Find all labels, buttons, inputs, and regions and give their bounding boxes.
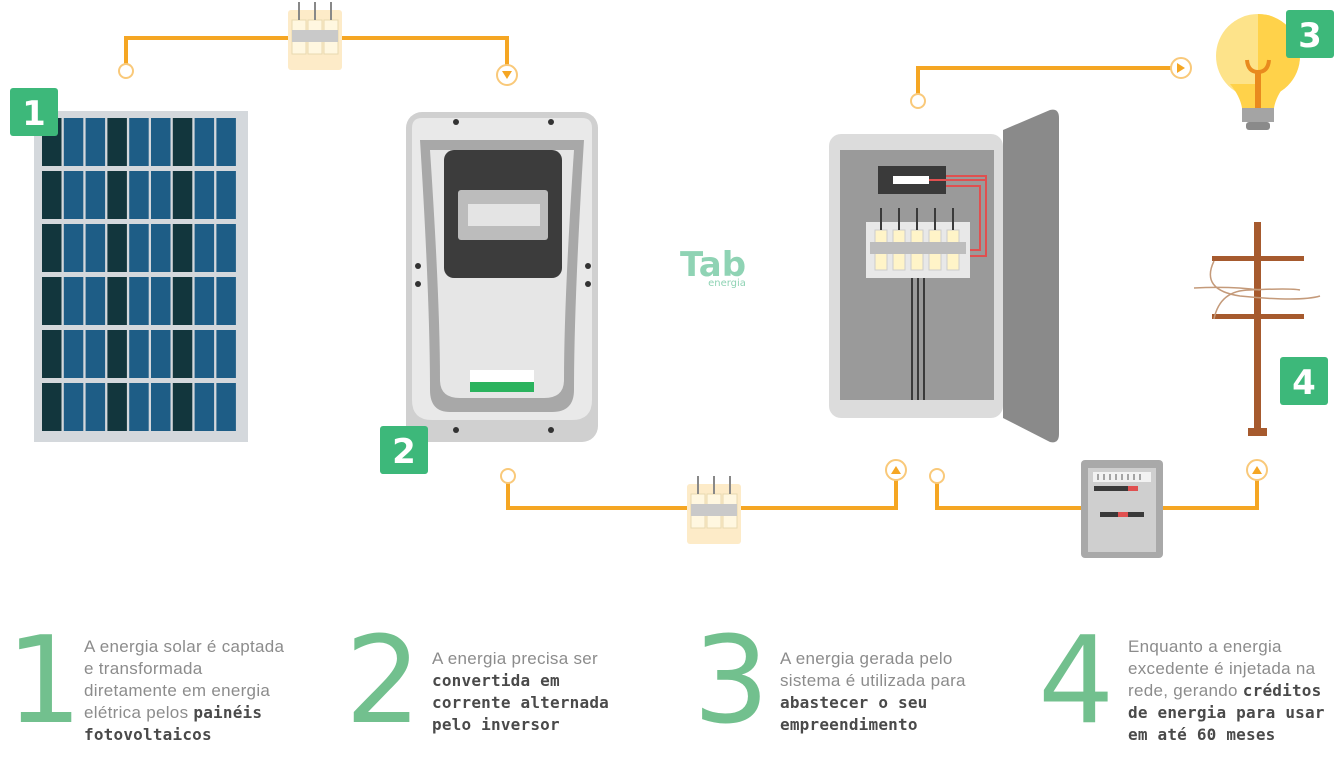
solar-cell (129, 224, 149, 272)
electrical-board (829, 109, 1059, 443)
solar-cell (42, 383, 62, 431)
solar-cell (151, 171, 171, 219)
solar-cell (107, 118, 127, 166)
brand-logo: Tab energia (680, 245, 746, 289)
wire-board-to-lamp (916, 66, 1181, 101)
solar-cell (85, 224, 106, 272)
solar-cell (194, 171, 215, 219)
step-3: 3 A energia gerada pelo sistema é utiliz… (693, 622, 1023, 755)
wire-terminal (118, 63, 134, 79)
arrow-icon (891, 466, 901, 474)
solar-cell (151, 383, 171, 431)
solar-cell (172, 277, 193, 325)
solar-cell (172, 118, 193, 166)
solar-cell (107, 383, 127, 431)
svg-text:4: 4 (1292, 363, 1316, 403)
solar-cell (107, 224, 127, 272)
solar-cell (216, 118, 236, 166)
solar-cell (172, 330, 193, 378)
wire-terminal (500, 468, 516, 484)
solar-cell (63, 224, 84, 272)
step-description: Enquanto a energia excedente é injetada … (1128, 637, 1325, 744)
light-bulb (1216, 14, 1300, 130)
svg-text:Tab: Tab (680, 245, 746, 285)
step-number: 4 (1038, 612, 1115, 751)
solar-cell (216, 383, 236, 431)
inverter (406, 112, 598, 442)
solar-cell (63, 330, 84, 378)
solar-cell (63, 171, 84, 219)
step-description: A energia gerada pelo sistema é utilizad… (780, 649, 966, 734)
arrow-icon (502, 71, 512, 79)
solar-cell (129, 118, 149, 166)
solar-cell (129, 277, 149, 325)
solar-cell (85, 277, 106, 325)
solar-cell (216, 330, 236, 378)
svg-text:3: 3 (1298, 16, 1322, 56)
step-badge-2: 2 (380, 426, 428, 474)
solar-cell (42, 171, 62, 219)
solar-cell (63, 118, 84, 166)
svg-text:1: 1 (22, 94, 46, 134)
utility-pole (1193, 222, 1321, 436)
solar-cell (42, 224, 62, 272)
solar-cell (107, 277, 127, 325)
solar-cell (194, 330, 215, 378)
energy-meter (1081, 460, 1163, 558)
step-number: 1 (6, 612, 83, 751)
arrow-icon (1177, 63, 1185, 73)
solar-cell (42, 277, 62, 325)
solar-cell (216, 224, 236, 272)
solar-cell (85, 383, 106, 431)
solar-cell (172, 224, 193, 272)
arrow-icon (1252, 466, 1262, 474)
step-number: 2 (345, 612, 422, 751)
svg-text:energia: energia (708, 278, 746, 289)
svg-text:2: 2 (392, 432, 416, 472)
step-badge-1: 1 (10, 88, 58, 136)
solar-system-diagram: 1 2 Tab energia (10, 2, 1334, 558)
solar-cell (63, 277, 84, 325)
step-description: A energia solar é captada e transformada… (84, 637, 285, 744)
solar-cell (42, 330, 62, 378)
solar-cell (151, 224, 171, 272)
solar-cell (107, 171, 127, 219)
solar-cell (194, 224, 215, 272)
solar-cell (151, 118, 171, 166)
solar-cell (194, 383, 215, 431)
step-badge-4: 4 (1280, 357, 1328, 405)
step-4: 4 Enquanto a energia excedente é injetad… (1038, 622, 1342, 755)
step-description: A energia precisa ser convertida em corr… (432, 649, 609, 734)
solar-cell (107, 330, 127, 378)
solar-cell (151, 330, 171, 378)
step-badge-3: 3 (1286, 10, 1334, 58)
solar-cell (216, 171, 236, 219)
solar-cell (194, 277, 215, 325)
fuse-block-bottom (687, 476, 741, 544)
solar-cell (85, 171, 106, 219)
solar-panel (34, 111, 248, 442)
solar-cell (216, 277, 236, 325)
fuse-block-top (288, 2, 342, 70)
solar-cell (151, 277, 171, 325)
solar-cell (129, 171, 149, 219)
wire-terminal (910, 93, 926, 109)
step-number: 3 (693, 612, 770, 751)
wire-terminal (929, 468, 945, 484)
solar-cell (172, 171, 193, 219)
solar-cell (85, 118, 106, 166)
solar-cell (129, 330, 149, 378)
solar-cell (85, 330, 106, 378)
step-2: 2 A energia precisa ser convertida em co… (345, 622, 675, 755)
solar-cell (194, 118, 215, 166)
solar-cell (63, 383, 84, 431)
solar-cell (172, 383, 193, 431)
step-1: 1 A energia solar é captada e transforma… (6, 622, 326, 755)
solar-cell (129, 383, 149, 431)
